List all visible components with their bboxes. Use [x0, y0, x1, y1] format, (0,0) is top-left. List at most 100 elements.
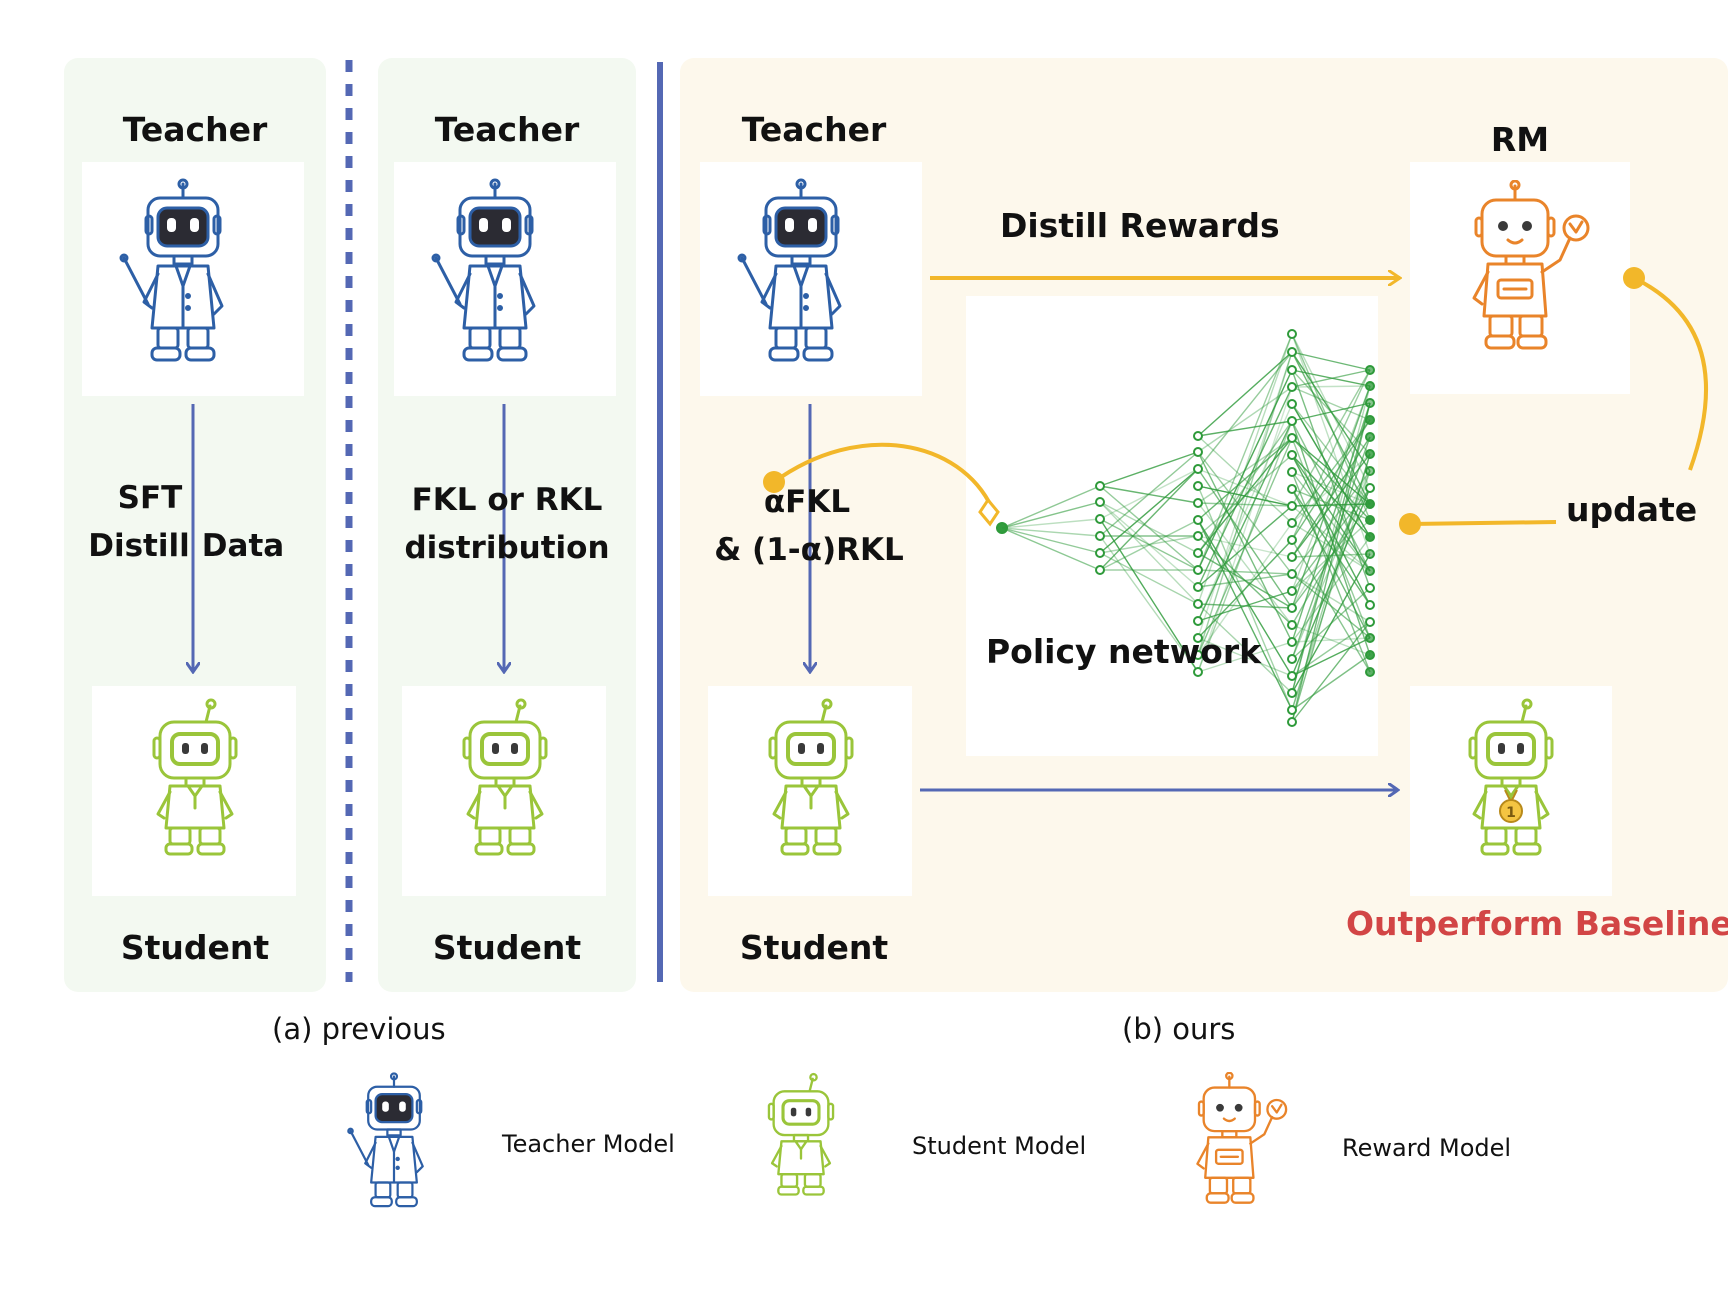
network-edge — [1197, 420, 1293, 622]
caption-ours: (b) ours — [1122, 1012, 1236, 1046]
network-edge — [1001, 527, 1101, 554]
network-edge — [1291, 654, 1371, 711]
network-node — [1287, 688, 1297, 698]
update-label: update — [1566, 490, 1698, 529]
network-edge — [1197, 351, 1293, 656]
student-label-2: Student — [432, 928, 582, 967]
network-edge — [1099, 519, 1199, 571]
network-node — [1287, 399, 1297, 409]
network-node — [1193, 481, 1203, 491]
network-edge — [1291, 402, 1371, 643]
network-edge — [1099, 468, 1199, 571]
network-edge — [1197, 351, 1293, 639]
network-edge — [1291, 385, 1371, 609]
network-edge — [1099, 552, 1199, 605]
network-node — [1287, 535, 1297, 545]
policy-network-graph — [996, 329, 1375, 727]
method-label-distill: Distill — [88, 528, 190, 564]
network-node — [1365, 600, 1375, 610]
network-node — [1193, 548, 1203, 558]
network-edge — [1197, 539, 1293, 639]
network-edge — [1197, 351, 1293, 470]
network-node — [1365, 667, 1375, 677]
update-line — [1409, 520, 1557, 526]
network-edge — [1291, 573, 1371, 639]
network-node — [1365, 381, 1375, 391]
method-label-alpha-rkl: & (1-α)RKL — [714, 532, 904, 568]
network-edge — [1197, 590, 1293, 622]
network-edge — [1197, 637, 1293, 677]
network-edge — [1291, 573, 1371, 623]
network-edge — [1099, 451, 1199, 537]
network-node — [1365, 483, 1375, 493]
network-edge — [1291, 453, 1371, 723]
legend-student-label: Student Model — [912, 1132, 1087, 1160]
network-edge — [1197, 569, 1293, 575]
network-edge — [1291, 624, 1371, 656]
network-edge — [1291, 402, 1371, 723]
network-edge — [1291, 369, 1371, 507]
network-edge — [1291, 454, 1371, 606]
network-edge — [1001, 501, 1101, 529]
network-edge — [1291, 402, 1371, 694]
network-edge — [1291, 385, 1371, 694]
network-node — [1193, 498, 1203, 508]
network-node — [1287, 347, 1297, 357]
network-edge — [1099, 451, 1199, 487]
network-node — [1095, 497, 1105, 507]
network-node — [1365, 532, 1375, 542]
method-label-sft: SFT — [117, 480, 183, 516]
network-node — [1193, 582, 1203, 592]
network-node — [1287, 603, 1297, 613]
update-curve — [1633, 276, 1709, 471]
network-node — [1287, 433, 1297, 443]
legend-teacher-label: Teacher Model — [502, 1130, 675, 1158]
method-label-alpha-fkl: αFKL — [763, 484, 851, 520]
network-node — [1193, 531, 1203, 541]
network-node — [1193, 464, 1203, 474]
network-edge — [1291, 386, 1371, 421]
network-edge — [1001, 518, 1101, 529]
network-edge — [1197, 573, 1293, 588]
network-edge — [1291, 419, 1371, 524]
network-node — [1193, 667, 1203, 677]
network-edge — [1099, 535, 1199, 673]
teacher-label-3: Teacher — [741, 110, 887, 149]
network-node — [1287, 569, 1297, 579]
network-edge — [1291, 351, 1371, 371]
network-edge — [1197, 333, 1293, 571]
network-node — [1287, 620, 1297, 630]
network-node — [1095, 531, 1105, 541]
network-node — [1287, 467, 1297, 477]
method-label-data: Data — [201, 528, 285, 564]
network-node — [1365, 449, 1375, 459]
network-edge — [1291, 453, 1371, 558]
gold-medal-icon: 1 — [1499, 790, 1523, 823]
network-node — [1287, 450, 1297, 460]
network-node — [1365, 650, 1375, 660]
network-edge — [1197, 386, 1293, 588]
student-label-1: Student — [120, 928, 270, 967]
network-node — [1193, 447, 1203, 457]
network-edge — [1291, 419, 1371, 541]
policy-input-curve — [772, 442, 994, 509]
network-node — [1287, 329, 1297, 339]
network-edge — [1291, 453, 1371, 524]
network-node — [1287, 671, 1297, 681]
network-node — [1287, 365, 1297, 375]
teacher-label-1: Teacher — [122, 110, 268, 149]
network-edge — [1291, 369, 1371, 541]
network-edge — [1099, 501, 1199, 605]
network-node — [1365, 583, 1375, 593]
network-node — [1287, 705, 1297, 715]
network-edge — [1099, 518, 1199, 673]
network-edge — [1001, 527, 1101, 537]
network-edge — [1197, 437, 1293, 554]
network-node — [1193, 431, 1203, 441]
network-node — [1287, 382, 1297, 392]
network-edge — [1001, 527, 1101, 571]
network-edge — [1197, 437, 1293, 521]
network-node — [1095, 565, 1105, 575]
policy-network-label: Policy network — [986, 632, 1262, 671]
network-edge — [1291, 437, 1371, 639]
